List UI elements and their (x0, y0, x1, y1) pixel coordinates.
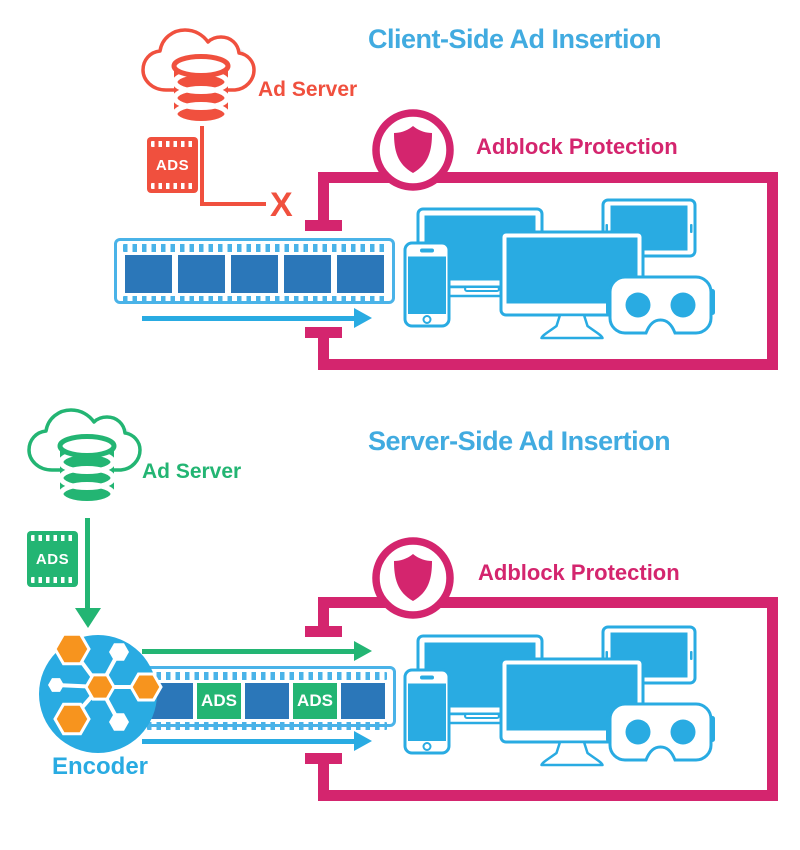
tbar-blocker-cap (305, 327, 342, 338)
film-strip-server: ADS ADS (138, 666, 396, 730)
blocked-x-icon: X (270, 186, 293, 224)
film-frame (284, 255, 331, 293)
tbar-blocker-cap (305, 626, 342, 637)
monitor-icon (499, 230, 645, 340)
adblock-protection-label-server: Adblock Protection (478, 560, 680, 585)
film-frame (231, 255, 278, 293)
tbar-blocker-stem (318, 338, 329, 359)
film-perforation (147, 672, 387, 680)
vr-headset-icon (606, 702, 715, 762)
ad-insert-arrowhead (74, 608, 101, 628)
film-frame-ads: ADS (293, 683, 337, 719)
film-frame (178, 255, 225, 293)
client-side-title: Client-Side Ad Insertion (368, 24, 662, 54)
film-perforation (151, 141, 194, 147)
film-frame (337, 255, 384, 293)
device-cluster-client (403, 198, 715, 340)
ad-stream-arrow-server (142, 641, 372, 661)
film-frame (341, 683, 385, 719)
ads-frame-label: ADS (297, 691, 333, 710)
tbar-blocker-stem (318, 183, 329, 221)
shield-icon-client (372, 109, 454, 191)
tbar-blocker-cap (305, 753, 342, 764)
ad-path-line (200, 202, 266, 206)
tbar-blocker-stem (318, 764, 329, 790)
stream-arrow-client (142, 308, 372, 328)
ads-badge-label: ADS (155, 156, 190, 174)
tbar-blocker-stem (318, 608, 329, 627)
shield-icon-server (372, 537, 454, 619)
loop-right-bar (767, 172, 778, 370)
film-frame-ads: ADS (197, 683, 241, 719)
film-perforation (31, 577, 74, 583)
ad-server-label-server: Ad Server (142, 460, 242, 483)
loop-bottom-bar (318, 359, 778, 370)
ads-filmframe-icon-red: ADS (147, 137, 198, 193)
device-cluster-server (403, 625, 715, 767)
smartphone-icon (403, 241, 451, 328)
film-frame (245, 683, 289, 719)
film-perforation (123, 244, 386, 252)
stream-arrow-server (142, 731, 372, 751)
ad-path-line (200, 126, 204, 206)
film-perforation (123, 296, 386, 304)
ad-server-label-client: Ad Server (258, 78, 358, 101)
cloud-database-icon-green (27, 408, 142, 506)
server-side-title: Server-Side Ad Insertion (368, 426, 671, 456)
film-strip-client (114, 238, 395, 304)
cloud-database-icon-red (141, 28, 256, 126)
hexagon (53, 632, 91, 666)
smartphone-icon (403, 668, 451, 755)
loop-bottom-bar (318, 790, 778, 801)
loop-top-bar (318, 597, 778, 608)
loop-top-bar (318, 172, 778, 183)
encoder-icon (39, 632, 163, 753)
ad-insert-arrow (85, 518, 90, 610)
ads-frame-label: ADS (201, 691, 237, 710)
adblock-protection-label-client: Adblock Protection (476, 134, 678, 159)
vr-headset-icon (606, 275, 715, 335)
loop-right-bar (767, 597, 778, 801)
encoder-label: Encoder (51, 753, 149, 780)
film-frame (125, 255, 172, 293)
ads-badge-label: ADS (35, 550, 70, 568)
tbar-blocker-cap (305, 220, 342, 231)
ads-filmframe-icon-green: ADS (27, 531, 78, 587)
film-perforation (151, 183, 194, 189)
film-perforation (31, 535, 74, 541)
film-perforation (147, 722, 387, 730)
